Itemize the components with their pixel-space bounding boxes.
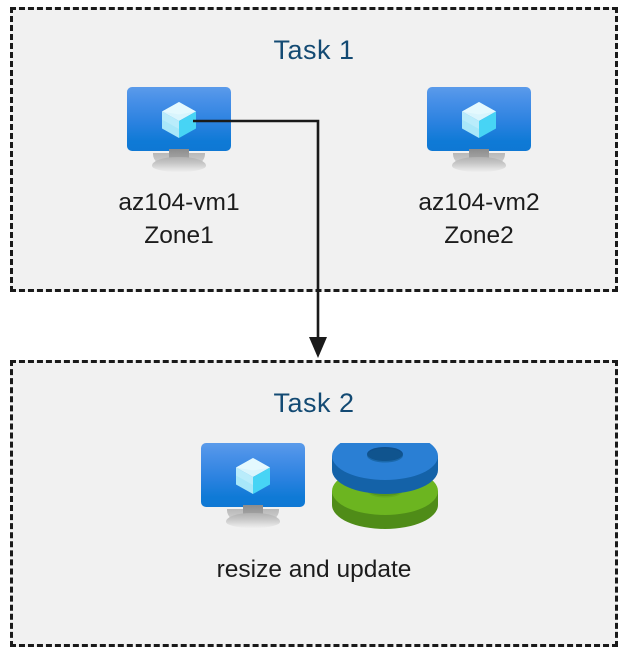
task-2-title: Task 2: [273, 388, 355, 418]
task-1-title: Task 1: [273, 35, 355, 65]
vm-cube-glyph: [462, 102, 496, 138]
vm-cube-glyph: [236, 458, 270, 494]
vm-zone-label: Zone2: [444, 222, 514, 249]
vm-label-group: az104-vm2 Zone2: [379, 186, 579, 252]
vm-node-az104-vm2[interactable]: az104-vm2 Zone2: [379, 87, 579, 252]
azure-virtual-machine-icon: [201, 443, 305, 531]
vm-stand-base: [226, 513, 280, 528]
down-arrow-icon: [309, 337, 327, 358]
task-2-container: Task 2: [10, 360, 618, 647]
task-2-caption-wrap: resize and update: [10, 553, 618, 586]
azure-virtual-machine-icon: [127, 87, 231, 175]
azure-virtual-machine-icon: [427, 87, 531, 175]
vm-stand-base: [452, 157, 506, 172]
vm-name-label: az104-vm1: [118, 189, 240, 216]
task-2-caption: resize and update: [216, 556, 412, 583]
vm-node-task2[interactable]: [153, 443, 353, 531]
vm-name-label: az104-vm2: [418, 189, 540, 216]
vm-label-group: az104-vm1 Zone1: [79, 186, 279, 252]
vm-cube-glyph: [162, 102, 196, 138]
vm-node-az104-vm1[interactable]: az104-vm1 Zone1: [79, 87, 279, 252]
vm-zone-label: Zone1: [144, 222, 214, 249]
disk-blue: [332, 443, 438, 494]
task-1-container: Task 1 az104-vm1 Zone1: [10, 7, 618, 292]
vm-stand-base: [152, 157, 206, 172]
azure-managed-disks-icon: [332, 443, 438, 529]
